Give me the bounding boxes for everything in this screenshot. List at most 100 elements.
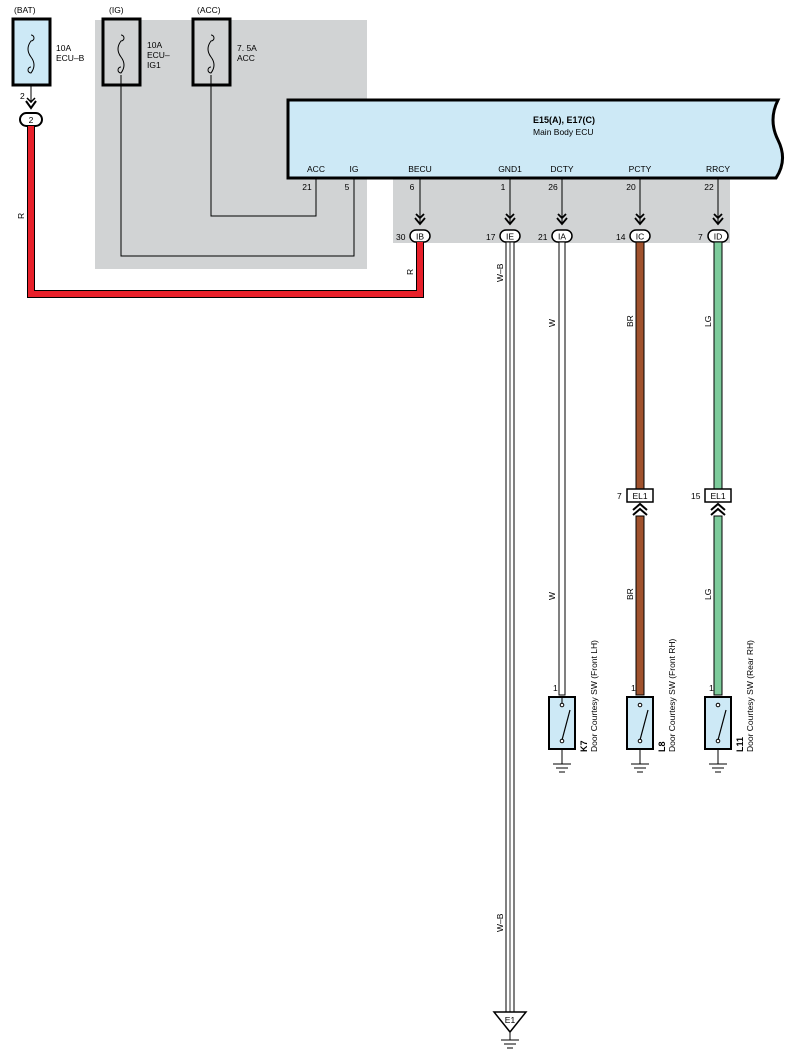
bat-label: (BAT) bbox=[14, 5, 36, 15]
svg-text:1: 1 bbox=[631, 683, 636, 693]
svg-text:E1: E1 bbox=[505, 1015, 516, 1025]
svg-text:BR: BR bbox=[625, 315, 635, 327]
svg-text:W: W bbox=[547, 592, 557, 600]
svg-text:1: 1 bbox=[553, 683, 558, 693]
svg-text:Door Courtesy SW (Front RH): Door Courtesy SW (Front RH) bbox=[667, 638, 677, 752]
connector-ic: 14 IC bbox=[616, 229, 651, 243]
svg-text:1: 1 bbox=[501, 182, 506, 192]
terminal-gnd1: GND1 bbox=[498, 164, 522, 174]
rrcy-wire-upper bbox=[713, 241, 723, 490]
svg-text:21: 21 bbox=[302, 182, 312, 192]
dcty-wire bbox=[558, 241, 566, 696]
bat-output-pin: 2 bbox=[20, 91, 25, 101]
svg-text:IE: IE bbox=[506, 232, 514, 242]
chevron-up-icon bbox=[710, 502, 726, 511]
svg-text:Door Courtesy SW (Rear RH): Door Courtesy SW (Rear RH) bbox=[745, 640, 755, 752]
connector-arrows bbox=[414, 213, 724, 226]
ecu-title: E15(A), E17(C) bbox=[533, 115, 595, 125]
inline-connector-el1-rrcy: 15 EL1 bbox=[691, 488, 732, 516]
ig-wire bbox=[120, 75, 355, 257]
svg-text:W: W bbox=[547, 319, 557, 327]
svg-text:2: 2 bbox=[29, 115, 34, 125]
svg-text:6: 6 bbox=[410, 182, 415, 192]
svg-text:17: 17 bbox=[486, 232, 496, 242]
terminal-rrcy: RRCY bbox=[706, 164, 730, 174]
ecu-subtitle: Main Body ECU bbox=[533, 127, 593, 137]
svg-text:R: R bbox=[405, 269, 415, 275]
fuse-ig-icon bbox=[117, 34, 125, 74]
connector-id: 7 ID bbox=[698, 229, 729, 243]
svg-text:ACC: ACC bbox=[237, 53, 255, 63]
switch-icon bbox=[717, 709, 727, 741]
svg-text:7: 7 bbox=[698, 232, 703, 242]
ground-point-e1: E1 bbox=[492, 1011, 528, 1049]
svg-text:10A: 10A bbox=[147, 40, 162, 50]
svg-text:IB: IB bbox=[416, 232, 424, 242]
svg-text:L11: L11 bbox=[735, 737, 745, 752]
svg-text:ID: ID bbox=[714, 232, 723, 242]
main-body-ecu bbox=[286, 98, 784, 180]
fuse-ig-box bbox=[101, 17, 142, 87]
svg-text:EL1: EL1 bbox=[632, 491, 647, 501]
terminal-ig: IG bbox=[350, 164, 359, 174]
switch-l11: 1 L11 Door Courtesy SW (Rear RH) bbox=[704, 640, 755, 773]
terminal-acc: ACC bbox=[307, 164, 325, 174]
chevron-up-icon bbox=[632, 507, 648, 516]
switch-k7: 1 K7 Door Courtesy SW (Front LH) bbox=[548, 640, 599, 773]
fuse-ig: (IG) 10A ECU– IG1 bbox=[101, 5, 170, 87]
svg-text:LG: LG bbox=[703, 589, 713, 600]
connector-ib: 30 IB bbox=[396, 229, 431, 243]
svg-text:ECU–B: ECU–B bbox=[56, 53, 85, 63]
svg-text:K7: K7 bbox=[579, 740, 589, 752]
svg-text:26: 26 bbox=[548, 182, 558, 192]
svg-text:IC: IC bbox=[636, 232, 645, 242]
svg-text:Door Courtesy SW (Front LH): Door Courtesy SW (Front LH) bbox=[589, 640, 599, 752]
svg-text:IA: IA bbox=[558, 232, 566, 242]
svg-text:7. 5A: 7. 5A bbox=[237, 43, 257, 53]
svg-text:21: 21 bbox=[538, 232, 548, 242]
pcty-wire-upper bbox=[635, 241, 645, 490]
chevron-up-icon bbox=[632, 502, 648, 511]
svg-text:IG1: IG1 bbox=[147, 60, 161, 70]
terminal-dcty: DCTY bbox=[550, 164, 573, 174]
inline-connector-el1-pcty: 7 EL1 bbox=[617, 488, 654, 516]
connector-ie: 17 IE bbox=[486, 229, 521, 243]
terminal-pcty: PCTY bbox=[629, 164, 652, 174]
pcty-wire-lower bbox=[635, 515, 645, 696]
switch-icon bbox=[561, 709, 571, 741]
bat-wire-red bbox=[28, 126, 423, 297]
svg-text:W–B: W–B bbox=[495, 263, 505, 282]
svg-text:30: 30 bbox=[396, 232, 406, 242]
svg-text:10A: 10A bbox=[56, 43, 71, 53]
svg-text:14: 14 bbox=[616, 232, 626, 242]
svg-text:5: 5 bbox=[345, 182, 350, 192]
fuse-acc-icon bbox=[207, 34, 215, 74]
svg-text:LG: LG bbox=[703, 316, 713, 327]
svg-text:ECU–: ECU– bbox=[147, 50, 170, 60]
terminal-becu: BECU bbox=[408, 164, 432, 174]
chevron-up-icon bbox=[710, 507, 726, 516]
gnd-wire bbox=[505, 241, 515, 1013]
svg-text:15: 15 bbox=[691, 491, 701, 501]
svg-text:W–B: W–B bbox=[495, 913, 505, 932]
svg-text:1: 1 bbox=[709, 683, 714, 693]
fuse-bat-icon bbox=[27, 34, 35, 74]
svg-text:L8: L8 bbox=[657, 741, 667, 752]
fuse-bat: (BAT) 10A ECU–B bbox=[11, 5, 85, 87]
svg-text:20: 20 bbox=[626, 182, 636, 192]
fuse-bat-box bbox=[11, 17, 52, 87]
connector-ia: 21 IA bbox=[538, 229, 573, 243]
svg-text:R: R bbox=[16, 213, 26, 219]
svg-text:EL1: EL1 bbox=[710, 491, 725, 501]
acc-label: (ACC) bbox=[197, 5, 221, 15]
switch-l8: 1 L8 Door Courtesy SW (Front RH) bbox=[626, 638, 677, 773]
svg-text:7: 7 bbox=[617, 491, 622, 501]
switch-icon bbox=[639, 709, 649, 741]
arrow-down-icon bbox=[25, 100, 37, 110]
svg-text:BR: BR bbox=[625, 588, 635, 600]
ig-label: (IG) bbox=[109, 5, 124, 15]
svg-text:22: 22 bbox=[704, 182, 714, 192]
acc-wire bbox=[210, 75, 317, 217]
rrcy-wire-lower bbox=[713, 515, 723, 696]
